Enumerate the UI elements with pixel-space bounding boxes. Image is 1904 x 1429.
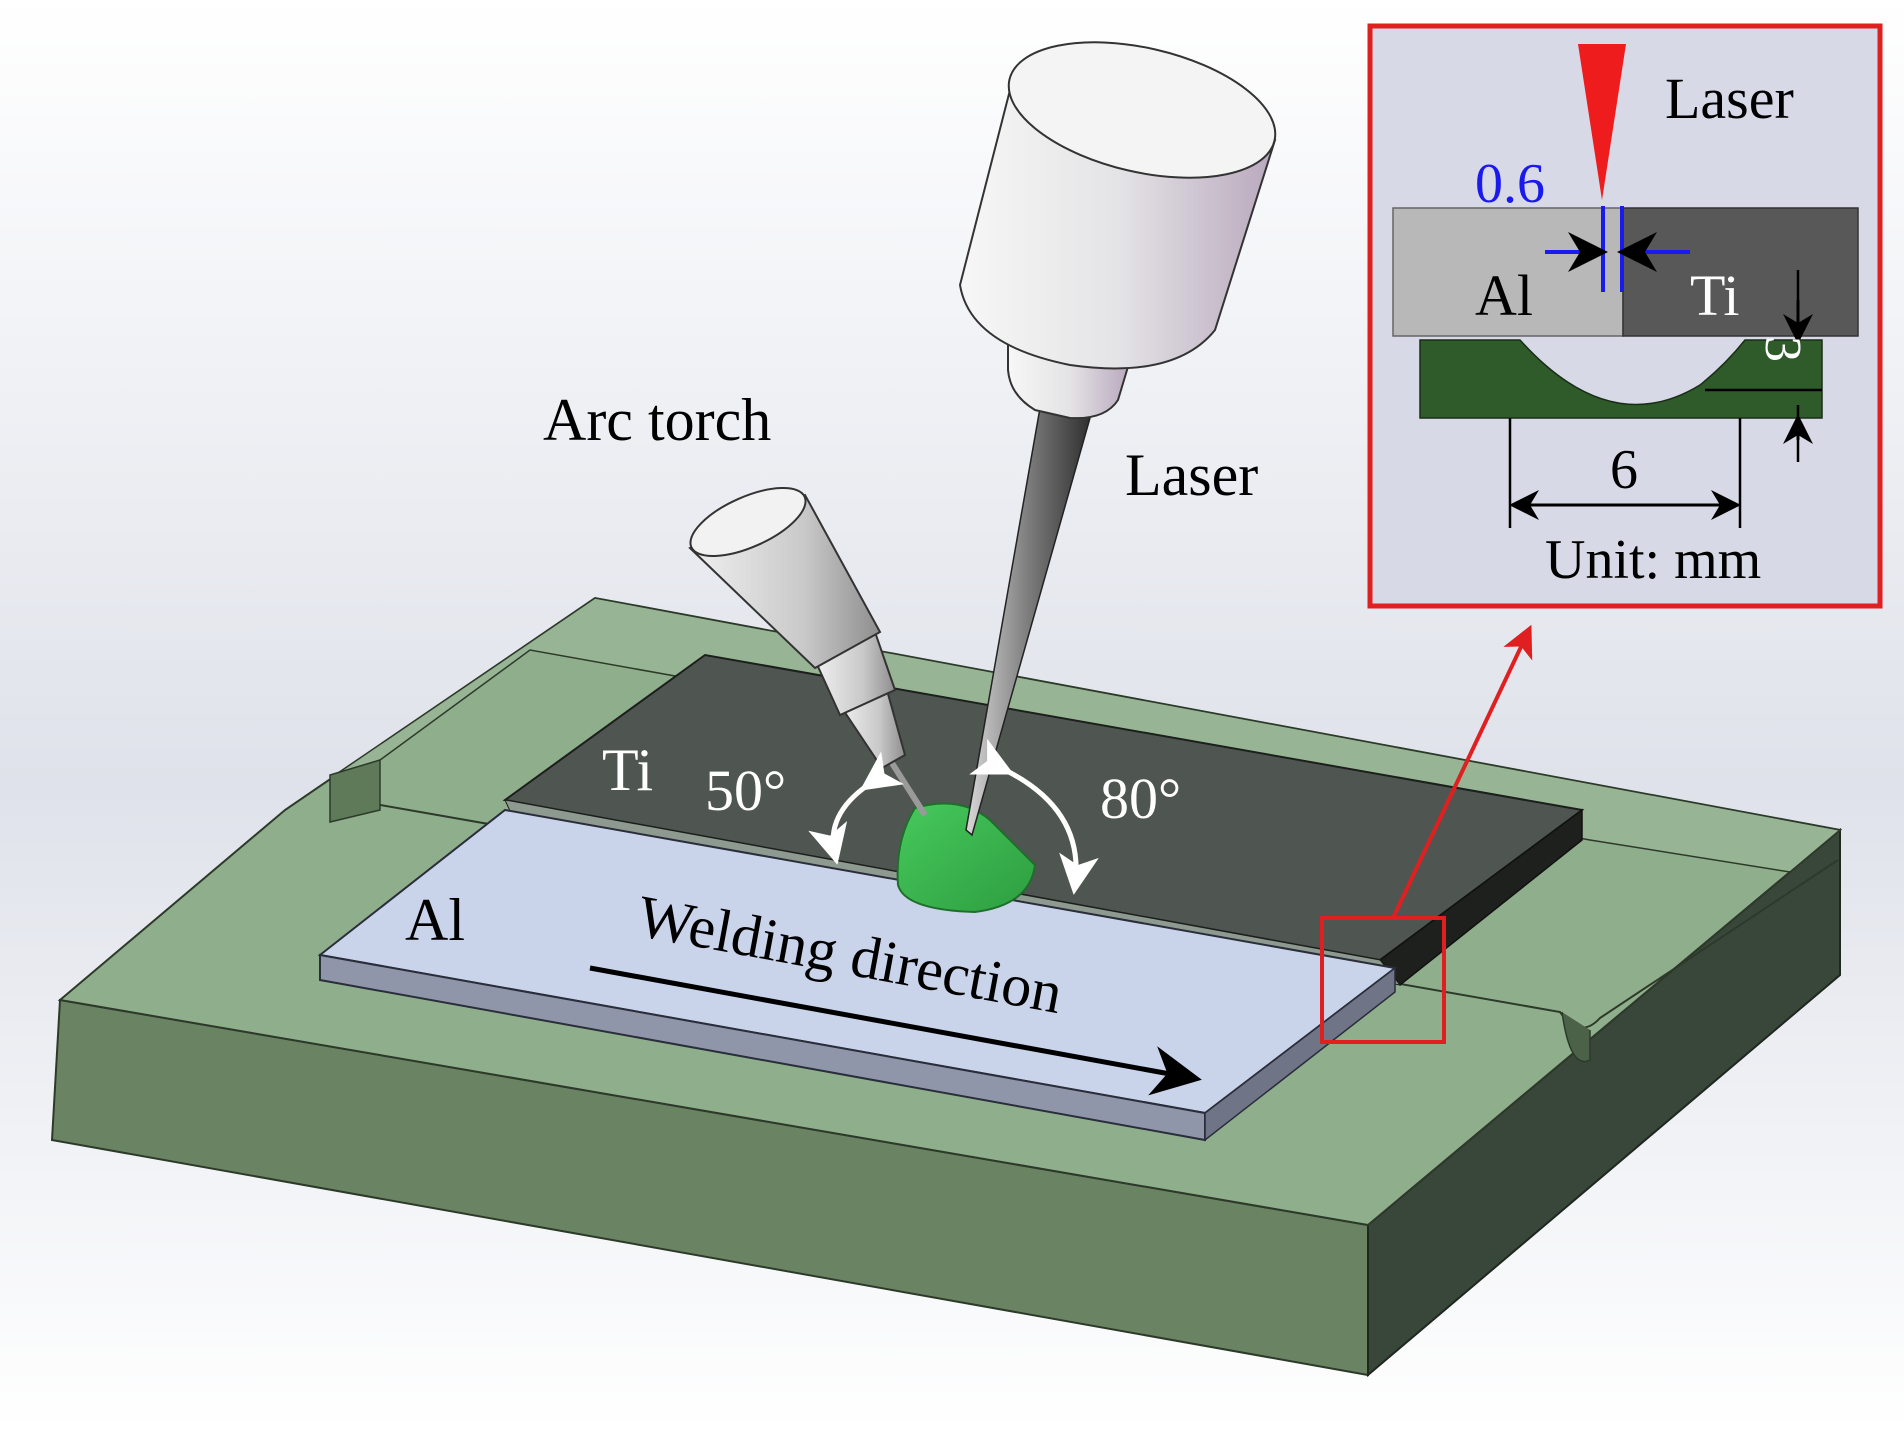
callout-box — [1320, 916, 1446, 1044]
angle-arc-50 — [808, 751, 905, 865]
inset-groove-backing — [1419, 339, 1823, 419]
torch-top — [689, 486, 807, 558]
label-arc-torch: Arc torch — [543, 387, 771, 453]
inset-label-al: Al — [1475, 263, 1533, 328]
callout-connector-arrow — [1391, 624, 1533, 919]
label-angle-80: 80° — [1100, 766, 1181, 831]
al-plate — [317, 808, 1398, 1142]
fixture-groove-notch — [1561, 1011, 1591, 1063]
inset-ti-section — [1622, 207, 1859, 337]
arc-torch — [688, 486, 928, 817]
inset-laser-beam — [1578, 44, 1626, 200]
inset-label-gap: 0.6 — [1475, 153, 1545, 215]
inset-panel: Laser Al Ti 0.6 3 6 Unit: mm — [1367, 23, 1883, 609]
inset-label-laser: Laser — [1665, 66, 1794, 131]
inset-label-ti: Ti — [1690, 263, 1740, 328]
inset-label-width: 6 — [1610, 439, 1638, 501]
laser-head — [958, 41, 1277, 837]
inset-al-section — [1392, 207, 1624, 337]
label-laser: Laser — [1125, 442, 1258, 508]
angle-indicators — [808, 738, 1099, 895]
al-plate-side — [1204, 966, 1396, 1142]
label-ti-plate: Ti — [602, 737, 653, 803]
welding-direction-arrow — [589, 965, 1202, 1096]
laser-cylinder-top — [1007, 41, 1277, 179]
angle-arc-80 — [969, 738, 1099, 895]
inset-label-unit: Unit: mm — [1545, 529, 1761, 591]
inset-label-depth: 3 — [1754, 336, 1811, 362]
label-al-plate: Al — [405, 887, 465, 953]
fixture-left-notch — [329, 758, 381, 823]
label-angle-50: 50° — [705, 758, 786, 823]
